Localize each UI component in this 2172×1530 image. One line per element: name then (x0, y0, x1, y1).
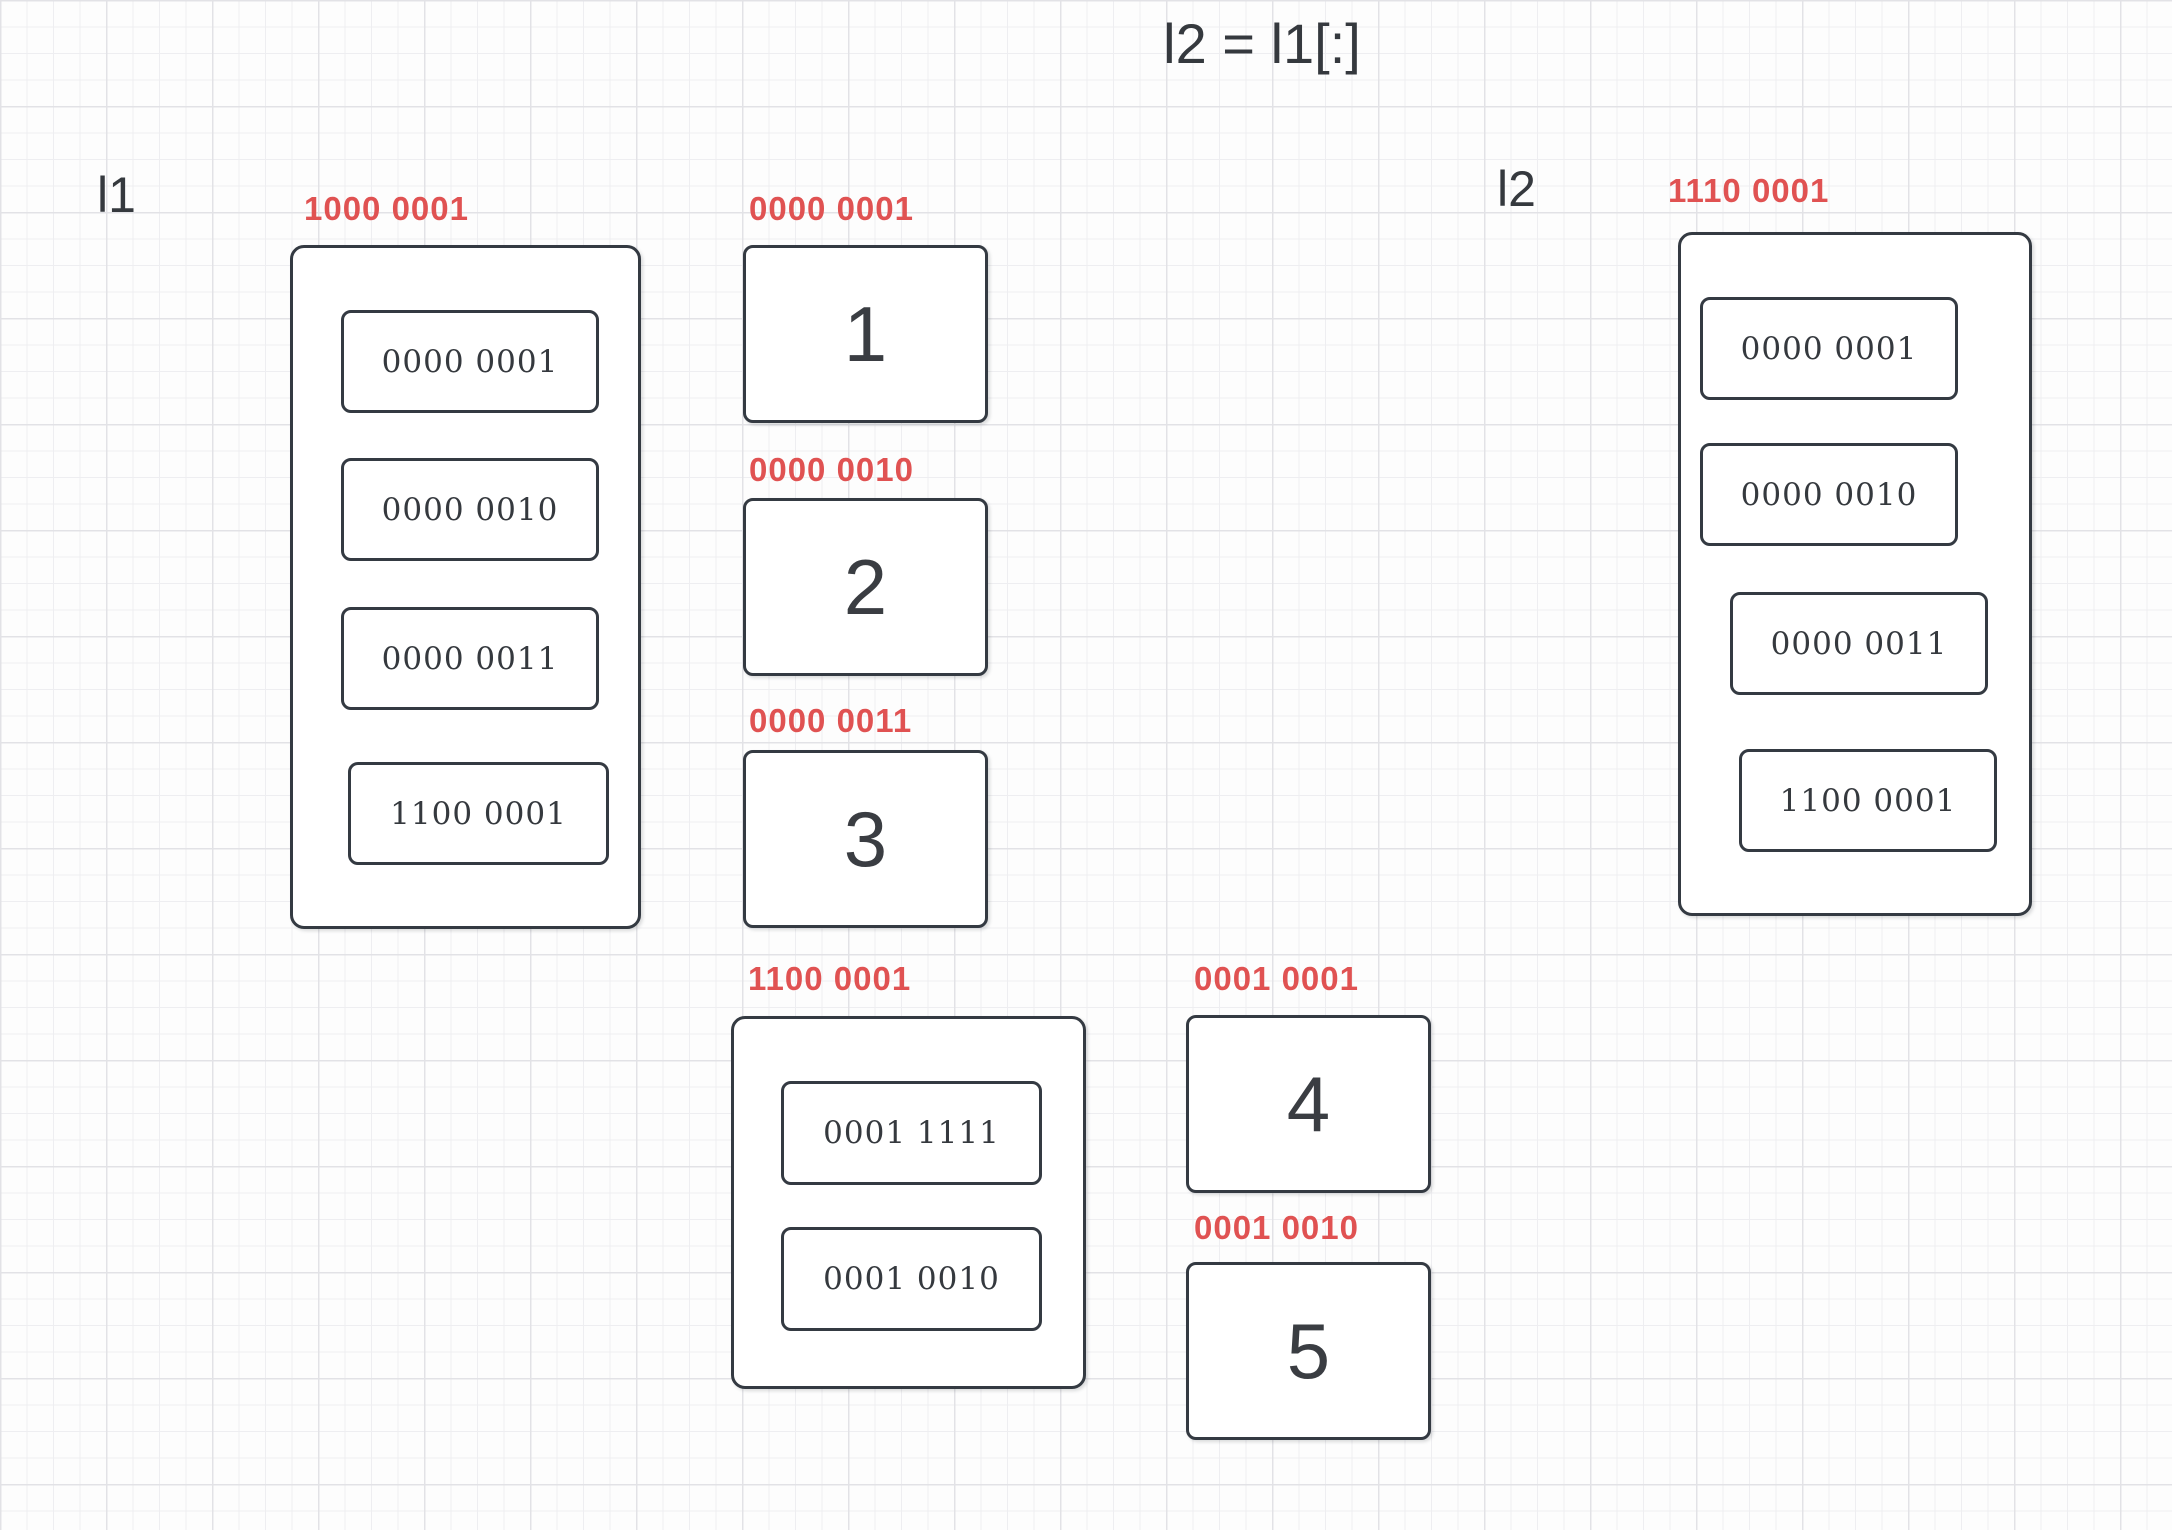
l1-address-label: 1000 0001 (304, 190, 469, 227)
diagram-title: l2 = l1[:] (1163, 12, 1361, 75)
l2-variable-label: l2 (1497, 161, 1536, 217)
l2-memory-cell: 0000 0011 (1730, 592, 1988, 695)
value-4-address-label: 0001 0001 (1194, 960, 1359, 997)
nested-list-memory-cell: 0001 1111 (781, 1081, 1042, 1185)
l2-memory-cell: 0000 0010 (1700, 443, 1958, 546)
value-5-address-label: 0001 0010 (1194, 1209, 1359, 1246)
value-2-address-label: 0000 0010 (749, 451, 914, 488)
l2-list-box: 0000 0001 0000 0010 0000 0011 1100 0001 (1678, 232, 2032, 916)
l2-address-label: 1110 0001 (1668, 172, 1830, 209)
l1-memory-cell: 1100 0001 (348, 762, 609, 865)
nested-list-memory-cell: 0001 0010 (781, 1227, 1042, 1331)
l1-memory-cell: 0000 0011 (341, 607, 599, 710)
value-box-4: 4 (1186, 1015, 1431, 1193)
nested-list-box: 0001 1111 0001 0010 (731, 1016, 1086, 1389)
value-box-2: 2 (743, 498, 988, 676)
l2-memory-cell: 1100 0001 (1739, 749, 1997, 852)
l1-list-box: 0000 0001 0000 0010 0000 0011 1100 0001 (290, 245, 641, 929)
l2-memory-cell: 0000 0001 (1700, 297, 1958, 400)
value-box-1: 1 (743, 245, 988, 423)
l1-variable-label: l1 (97, 167, 136, 223)
value-3-address-label: 0000 0011 (749, 702, 913, 739)
l1-memory-cell: 0000 0010 (341, 458, 599, 561)
value-box-5: 5 (1186, 1262, 1431, 1440)
nested-list-address-label: 1100 0001 (748, 960, 912, 997)
value-1-address-label: 0000 0001 (749, 190, 914, 227)
l1-memory-cell: 0000 0001 (341, 310, 599, 413)
value-box-3: 3 (743, 750, 988, 928)
